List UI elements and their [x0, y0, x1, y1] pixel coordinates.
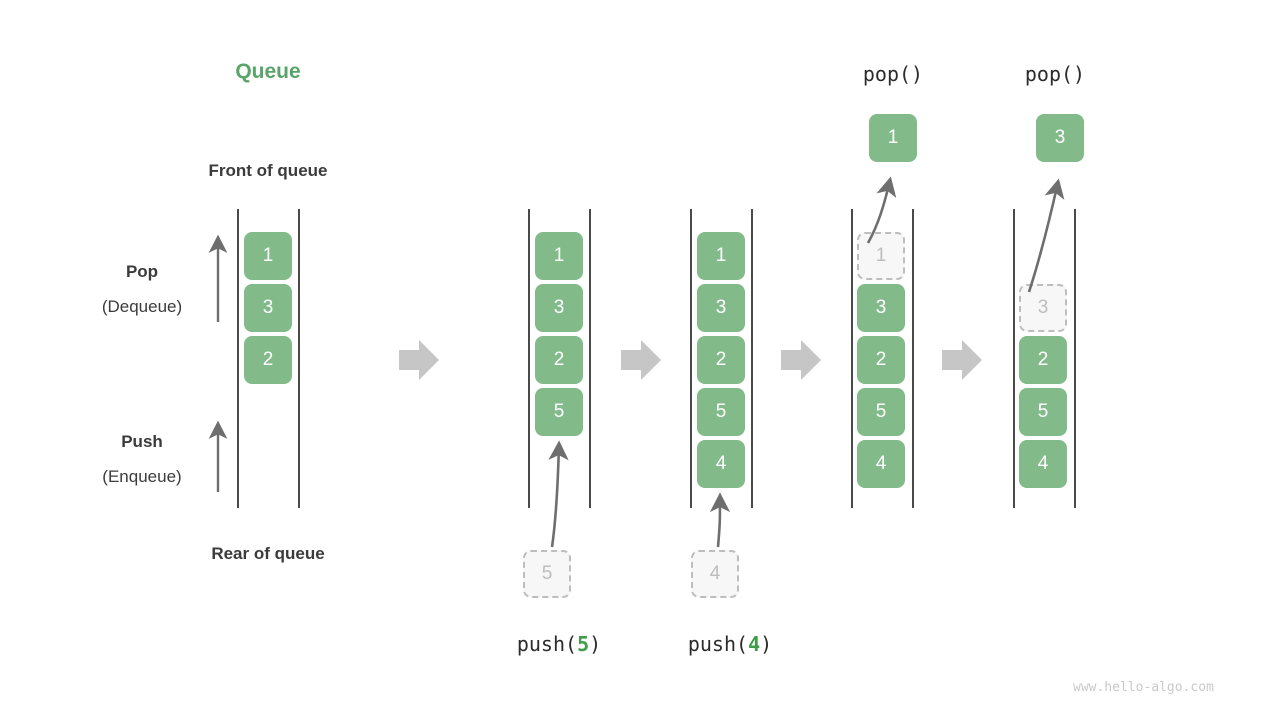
queue-cell: 5	[857, 388, 905, 436]
queue-cell: 3	[697, 284, 745, 332]
page-title: Queue	[235, 60, 301, 83]
queue-rail-right	[589, 209, 591, 508]
caption-suffix: )	[589, 632, 602, 656]
queue-cell: 5	[535, 388, 583, 436]
queue-cell: 2	[244, 336, 292, 384]
queue-cell: 5	[1019, 388, 1067, 436]
queue-cell: 2	[535, 336, 583, 384]
pop-alt-label: (Dequeue)	[101, 297, 183, 316]
queue-rail-right	[1074, 209, 1076, 508]
incoming-element: 4	[691, 550, 739, 598]
queue-cell: 3	[535, 284, 583, 332]
watermark: www.hello-algo.com	[1073, 680, 1214, 695]
pop-label: Pop	[125, 262, 159, 281]
queue-cell: 2	[857, 336, 905, 384]
queue-rail-left	[851, 209, 853, 508]
rear-of-queue-label: Rear of queue	[211, 544, 325, 563]
caption-prefix: push(	[516, 632, 578, 656]
incoming-element: 5	[523, 550, 571, 598]
queue-rail-right	[298, 209, 300, 508]
queue-cell: 4	[1019, 440, 1067, 488]
queue-cell: 4	[697, 440, 745, 488]
queue-cell: 2	[1019, 336, 1067, 384]
queue-cell: 1	[697, 232, 745, 280]
queue-cell: 1	[244, 232, 292, 280]
op-label-stage-pop-3: pop()	[1024, 62, 1086, 86]
flow-arrow-1	[399, 340, 439, 380]
caption-suffix: )	[760, 632, 773, 656]
push-label: Push	[121, 432, 163, 451]
queue-cell: 1	[535, 232, 583, 280]
push-5-arrow-icon	[548, 440, 569, 548]
push-4-arrow-icon	[709, 492, 731, 548]
queue-cell-removed: 1	[857, 232, 905, 280]
push-alt-label: (Enqueue)	[102, 467, 182, 486]
caption-value: 5	[577, 632, 590, 656]
queue-cell-removed: 3	[1019, 284, 1067, 332]
queue-rail-left	[1013, 209, 1015, 508]
queue-rail-right	[751, 209, 753, 508]
queue-rail-right	[912, 209, 914, 508]
popped-element: 3	[1036, 114, 1084, 162]
caption-prefix: push(	[687, 632, 749, 656]
caption-stage-push-5: push(5)	[498, 632, 620, 656]
queue-cell: 3	[857, 284, 905, 332]
queue-cell: 2	[697, 336, 745, 384]
popped-element: 1	[869, 114, 917, 162]
flow-arrow-4	[942, 340, 982, 380]
queue-rail-left	[237, 209, 239, 508]
front-of-queue-label: Front of queue	[208, 161, 328, 180]
caption-value: 4	[748, 632, 761, 656]
queue-cell: 4	[857, 440, 905, 488]
queue-rail-left	[528, 209, 530, 508]
op-label-stage-pop-1: pop()	[862, 62, 924, 86]
flow-arrow-2	[621, 340, 661, 380]
caption-stage-push-4: push(4)	[669, 632, 791, 656]
queue-cell: 5	[697, 388, 745, 436]
pop-3-arrow-icon	[1027, 178, 1065, 293]
flow-arrow-3	[781, 340, 821, 380]
queue-cell: 3	[244, 284, 292, 332]
queue-rail-left	[690, 209, 692, 508]
